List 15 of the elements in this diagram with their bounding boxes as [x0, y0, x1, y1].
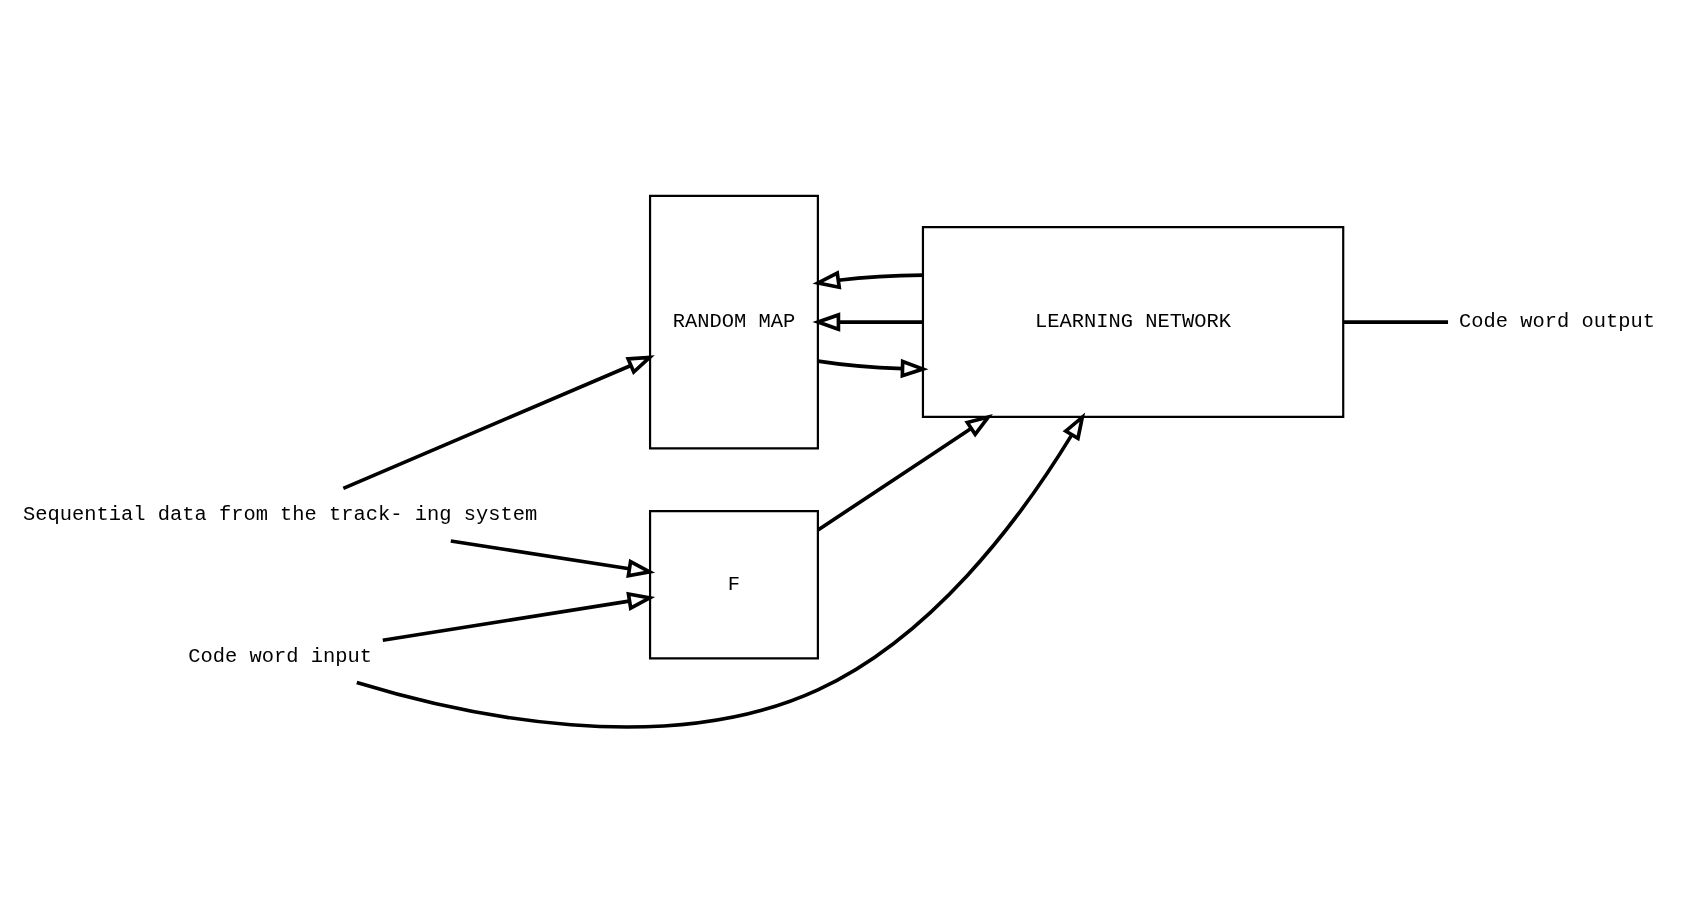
- arrow: [812, 311, 923, 332]
- arrow: [812, 269, 923, 290]
- node-text: Sequential data from the track- ing system: [22, 502, 538, 526]
- arrow: [356, 411, 1086, 729]
- arrow: [450, 538, 656, 578]
- node-box: F: [648, 509, 819, 660]
- node-box: RANDOM MAP: [648, 194, 819, 449]
- arrow: [817, 413, 993, 531]
- connector: [1343, 319, 1449, 324]
- node-text: Code word output: [1459, 309, 1655, 333]
- arrow: [382, 591, 656, 642]
- node-box: LEARNING NETWORK: [921, 225, 1345, 418]
- node-text: Code word input: [188, 644, 372, 668]
- arrow: [817, 358, 929, 378]
- arrow: [342, 354, 655, 490]
